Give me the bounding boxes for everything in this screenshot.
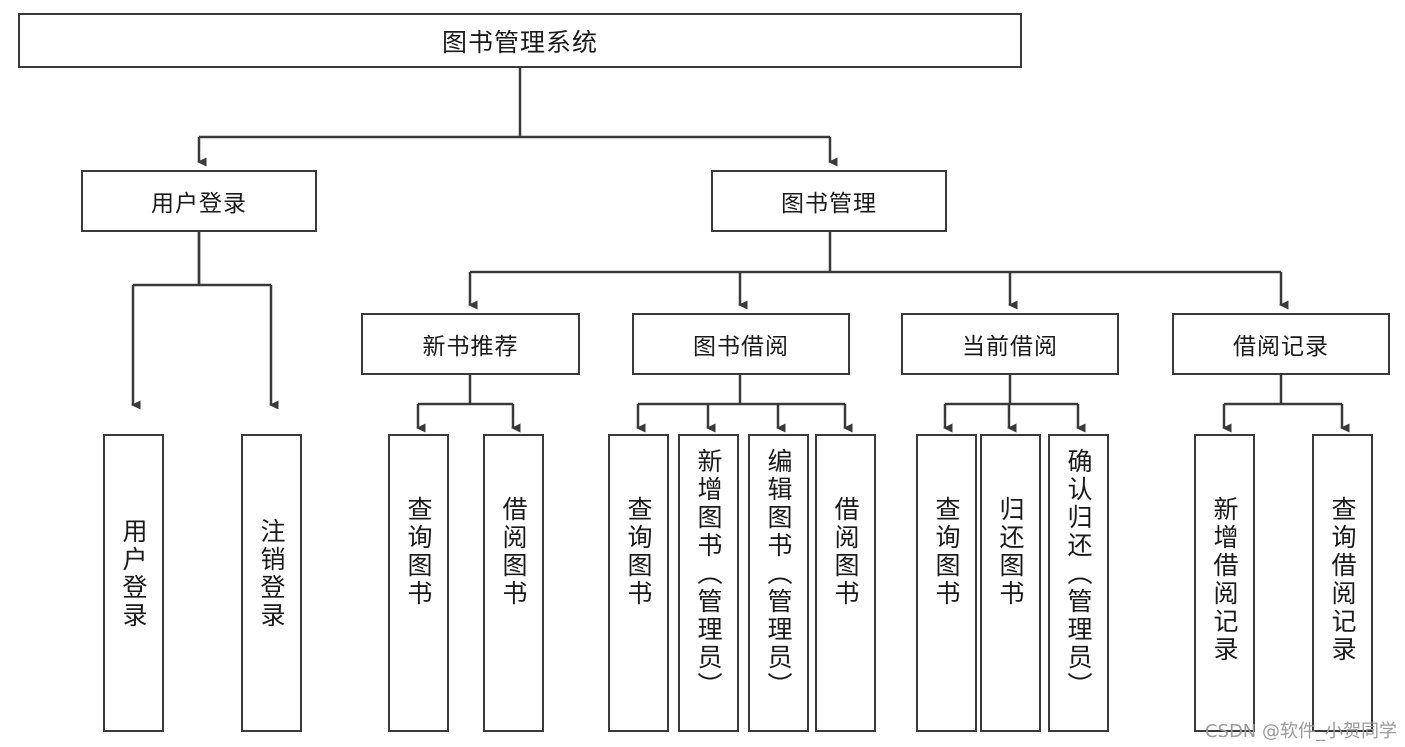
node-label: 查询图书 [404,496,433,608]
node-book-management[interactable]: 图书管理 [711,170,947,232]
node-leaf-query-books-current[interactable]: 查询图书 [916,434,977,732]
node-label: 图书借阅 [693,334,789,360]
node-label: 新增借阅记录 [1210,496,1239,664]
node-leaf-logout[interactable]: 注销登录 [241,434,302,732]
node-leaf-edit-book-admin[interactable]: 编辑图书（管理员） [748,434,809,732]
node-label: 确认归还（管理员） [1064,448,1093,700]
node-label: 借阅记录 [1233,334,1329,360]
node-new-book-recommendation[interactable]: 新书推荐 [361,313,580,375]
node-leaf-add-book-admin[interactable]: 新增图书（管理员） [678,434,739,732]
node-label: 图书管理 [781,191,877,217]
node-borrowing-records[interactable]: 借阅记录 [1172,313,1390,375]
node-label: 图书管理系统 [441,27,598,57]
node-label: 当前借阅 [962,334,1058,360]
node-label: 新书推荐 [422,334,519,360]
node-leaf-return-books[interactable]: 归还图书 [980,434,1041,732]
node-label: 用户登录 [151,191,247,217]
node-leaf-add-borrow-record[interactable]: 新增借阅记录 [1194,434,1255,732]
node-leaf-confirm-return-admin[interactable]: 确认归还（管理员） [1048,434,1109,732]
node-label: 编辑图书（管理员） [764,448,793,700]
node-label: 查询借阅记录 [1328,496,1357,664]
node-root-library-management-system[interactable]: 图书管理系统 [18,13,1022,68]
node-label: 归还图书 [996,496,1025,608]
node-book-borrowing[interactable]: 图书借阅 [632,313,850,375]
node-current-borrowing[interactable]: 当前借阅 [901,313,1119,375]
node-leaf-query-books-recommend[interactable]: 查询图书 [388,434,449,732]
node-label: 新增图书（管理员） [694,448,723,700]
node-label: 查询图书 [624,496,653,608]
node-label: 借阅图书 [831,496,860,608]
node-leaf-query-borrow-record[interactable]: 查询借阅记录 [1312,434,1373,732]
node-leaf-user-login[interactable]: 用户登录 [103,434,164,732]
node-leaf-borrow-books[interactable]: 借阅图书 [815,434,876,732]
node-user-login[interactable]: 用户登录 [81,170,317,232]
node-leaf-query-books-borrow[interactable]: 查询图书 [608,434,669,732]
watermark-text: CSDN @软件_小贺同学 [1204,721,1397,742]
node-label: 借阅图书 [499,496,528,608]
node-label: 查询图书 [932,496,961,608]
node-label: 用户登录 [119,518,148,630]
node-label: 注销登录 [257,518,286,630]
node-leaf-borrow-books-recommend[interactable]: 借阅图书 [483,434,544,732]
